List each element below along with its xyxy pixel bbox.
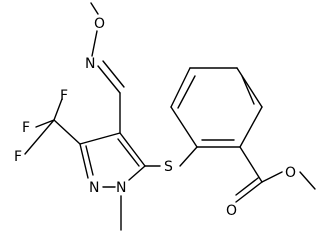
atom-labels: O N F F F S N N O O: [14, 16, 296, 219]
bonds: [24, 2, 316, 231]
bond-methyl-o-oxime: [90, 2, 99, 15]
atom-label-f-bottom: F: [14, 149, 22, 165]
bond-n1-c5: [128, 165, 146, 181]
bond-n-ch-oxime-a: [97, 65, 121, 94]
atom-label-n-oxime: N: [85, 56, 95, 72]
bond-c3-n2-b: [85, 145, 94, 176]
bond-o-n-oxime: [91, 30, 98, 57]
atom-label-f-left: F: [22, 120, 30, 136]
bond-cf3-f-top: [53, 98, 63, 121]
bond-ar-1-2: [170, 106, 198, 148]
bond-ar-inner-a: [177, 75, 196, 109]
bond-cf3-f-bottom: [24, 119, 55, 155]
bond-ar-inner-b: [241, 75, 255, 105]
bond-c5-c4-a: [119, 132, 146, 167]
bond-c5-c4-b: [117, 138, 140, 167]
bond-c3-cf3: [53, 119, 81, 145]
bond-cf3-f-left: [35, 119, 55, 128]
bond-carbonyl-o-double-b: [235, 177, 259, 196]
atom-label-n1: N: [116, 180, 126, 196]
bond-n-ch-oxime-b: [102, 60, 125, 88]
bond-c4-c3: [79, 132, 121, 145]
bond-s-benzene: [179, 146, 198, 167]
bond-ar-2-3: [170, 67, 191, 108]
bond-ar-carbonyl: [239, 146, 263, 183]
bond-carbonyl-o-double-a: [235, 181, 263, 203]
bond-carbonyl-o-single: [261, 171, 283, 183]
bond-c3-n2-a: [79, 143, 89, 179]
atom-label-n2: N: [89, 180, 99, 196]
atom-label-o-methoxime: O: [94, 16, 105, 32]
atom-label-o-ester-carbonyl: O: [226, 203, 237, 219]
atom-label-o-ester-single: O: [285, 165, 296, 181]
bond-ar-5-6: [239, 106, 263, 148]
bond-o-methyl-ester: [299, 171, 316, 190]
atom-label-f-top: F: [60, 88, 68, 104]
atom-label-s: S: [164, 159, 173, 175]
bond-ar-4-5: [236, 67, 263, 108]
